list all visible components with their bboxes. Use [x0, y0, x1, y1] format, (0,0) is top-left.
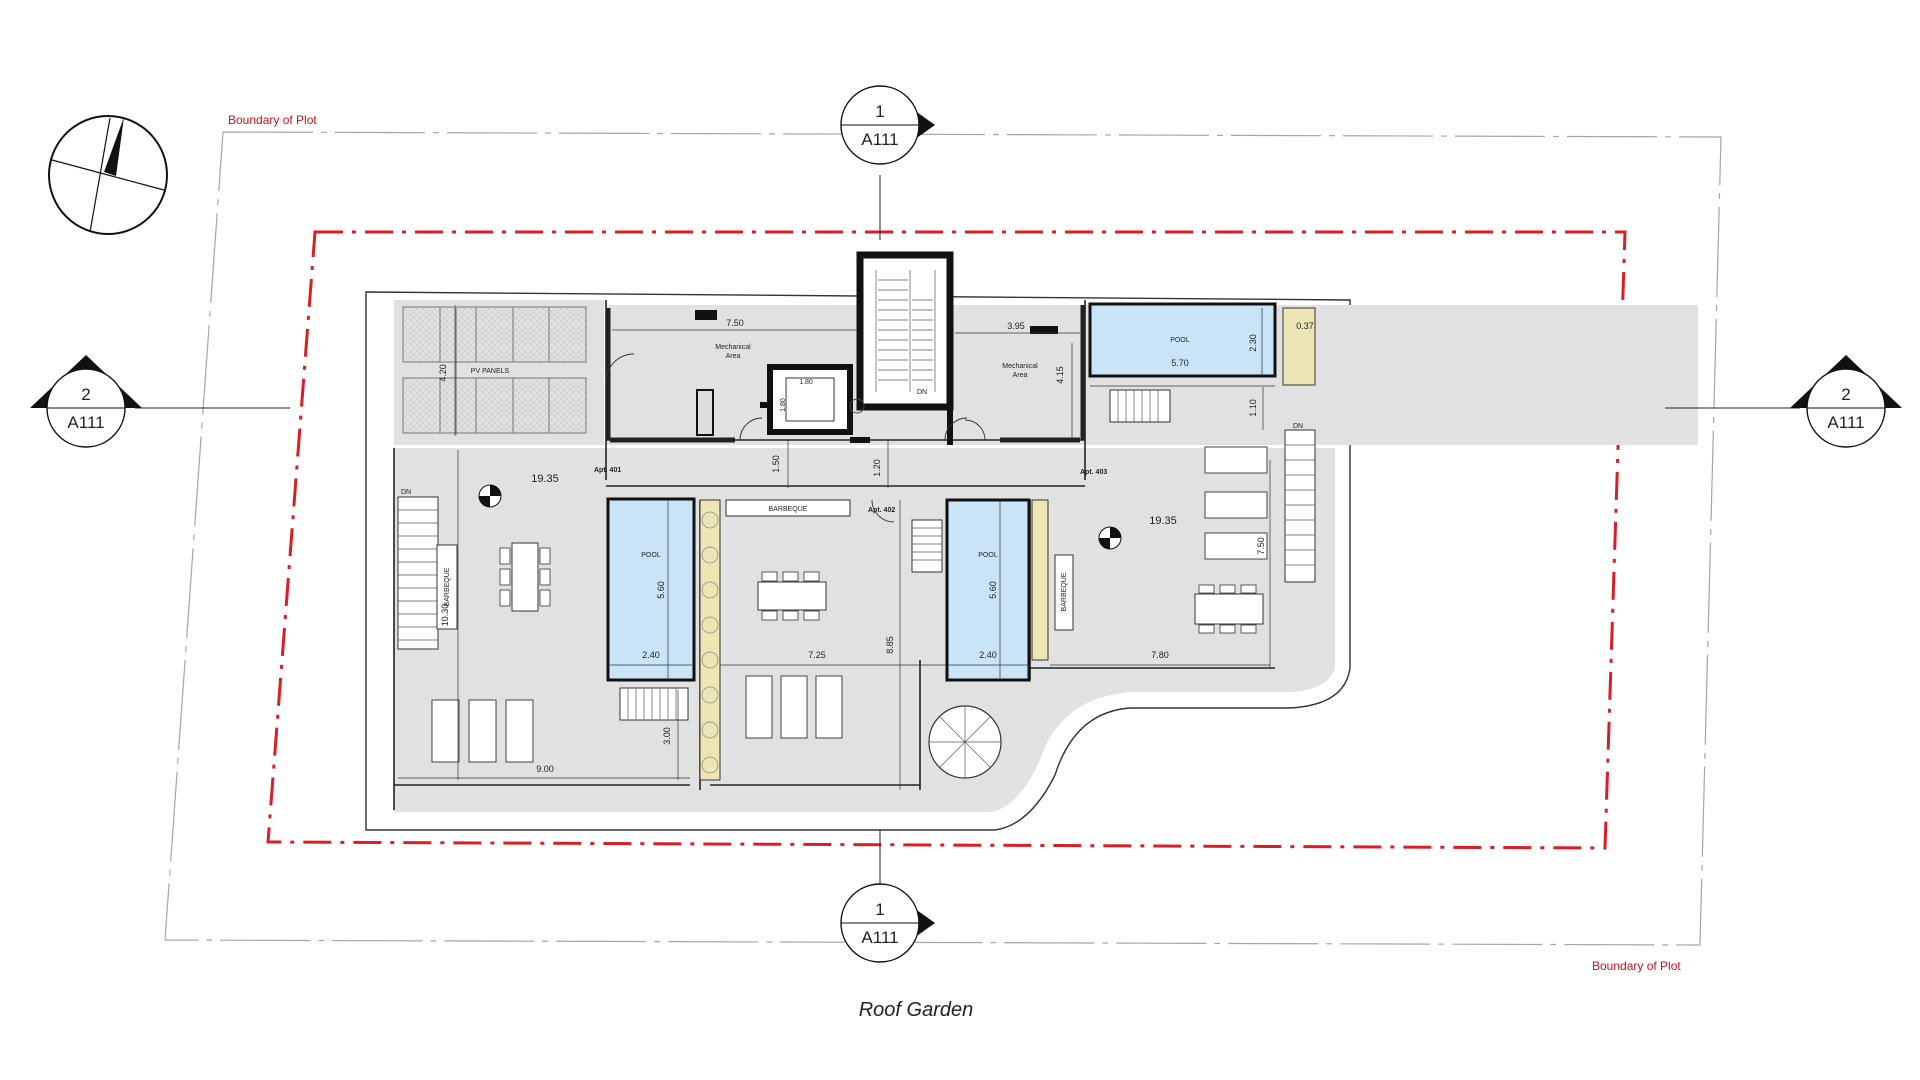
drawing-title: Roof Garden	[859, 999, 974, 1021]
plot-boundary-line	[164, 131, 1722, 946]
svg-text:POOL: POOL	[978, 552, 998, 559]
svg-text:DN: DN	[1293, 423, 1303, 430]
svg-text:1.20: 1.20	[872, 459, 882, 477]
pv-panels-label: PV PANELS	[471, 368, 510, 375]
svg-text:0.37: 0.37	[1296, 321, 1314, 331]
section-marker-top[interactable]: 1 A111	[840, 85, 935, 165]
svg-text:2.40: 2.40	[642, 650, 660, 660]
svg-text:BARBEQUE: BARBEQUE	[444, 567, 451, 606]
dim-1-80: 1.80	[799, 379, 813, 386]
north-arrow-icon	[48, 115, 168, 235]
roof-floor	[394, 448, 1335, 812]
apt-401-label: Apt. 401	[594, 467, 621, 474]
svg-text:7.25: 7.25	[808, 650, 826, 660]
dn-label-core: DN	[917, 389, 927, 396]
svg-text:Mechanical: Mechanical	[715, 344, 751, 351]
svg-text:Area: Area	[726, 353, 741, 360]
svg-text:2: 2	[1841, 385, 1850, 404]
svg-text:1: 1	[875, 102, 884, 121]
svg-text:2.30: 2.30	[1248, 334, 1258, 352]
svg-text:POOL: POOL	[641, 552, 661, 559]
svg-text:19.35: 19.35	[531, 473, 559, 485]
svg-text:5.60: 5.60	[656, 581, 666, 599]
boundary-label-bottom: Boundary of Plot	[1592, 959, 1681, 973]
svg-text:9.00: 9.00	[536, 764, 554, 774]
svg-text:A111: A111	[1827, 413, 1864, 432]
svg-text:2.40: 2.40	[979, 650, 997, 660]
accessible-icon	[849, 398, 865, 414]
section-marker-bottom[interactable]: 1 A111	[840, 883, 935, 963]
svg-text:5.60: 5.60	[988, 581, 998, 599]
svg-text:1: 1	[875, 900, 884, 919]
pv-panels	[402, 305, 587, 436]
svg-text:4.20: 4.20	[438, 364, 448, 382]
svg-text:1.80: 1.80	[780, 398, 787, 412]
svg-text:1.50: 1.50	[771, 455, 781, 473]
svg-text:7.80: 7.80	[1151, 650, 1169, 660]
svg-text:DN: DN	[401, 489, 411, 496]
level-marker-west	[478, 484, 502, 508]
apt-403-label: Apt. 403	[1080, 469, 1107, 476]
svg-text:2: 2	[81, 385, 90, 404]
svg-text:BARBEQUE: BARBEQUE	[1061, 572, 1068, 611]
svg-text:4.15: 4.15	[1055, 366, 1065, 384]
section-marker-left[interactable]: 2 A111	[30, 355, 142, 448]
svg-text:7.50: 7.50	[726, 318, 744, 328]
svg-text:3.00: 3.00	[662, 727, 672, 745]
svg-text:1.10: 1.10	[1248, 399, 1258, 417]
level-marker-east	[1098, 526, 1122, 550]
pool-top-right	[1088, 302, 1277, 378]
svg-text:19.35: 19.35	[1149, 515, 1177, 527]
pool-right	[945, 498, 1031, 682]
stair-core: DN 1.80 1.80	[760, 251, 954, 445]
svg-text:A111: A111	[861, 928, 898, 947]
svg-text:POOL: POOL	[1170, 337, 1190, 344]
svg-text:Mechanical: Mechanical	[1002, 363, 1038, 370]
svg-text:3.95: 3.95	[1007, 321, 1025, 331]
svg-text:7.50: 7.50	[1256, 537, 1266, 555]
svg-text:A111: A111	[861, 130, 898, 149]
boundary-label-top: Boundary of Plot	[228, 113, 317, 127]
svg-text:8.85: 8.85	[885, 636, 895, 654]
svg-text:A111: A111	[67, 413, 104, 432]
apt-402-label: Apt. 402	[868, 507, 895, 514]
spiral-stair	[928, 705, 1002, 779]
svg-text:BARBEQUE: BARBEQUE	[769, 506, 808, 513]
building-limit-line	[266, 230, 1627, 850]
svg-text:10.30: 10.30	[440, 604, 450, 627]
svg-text:Area: Area	[1013, 372, 1028, 379]
section-marker-right[interactable]: 2 A111	[1790, 355, 1902, 448]
svg-text:5.70: 5.70	[1171, 358, 1189, 368]
pool-middle	[606, 497, 696, 682]
